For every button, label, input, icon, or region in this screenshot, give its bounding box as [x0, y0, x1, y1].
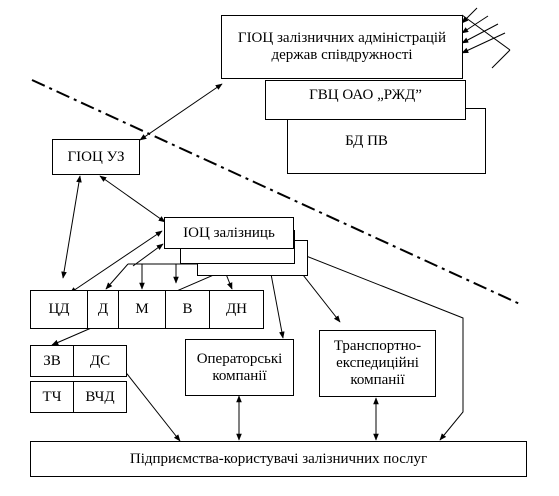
unit-ds: ДС	[73, 346, 126, 376]
arrow-cd-ioc	[69, 230, 163, 294]
dept-d: Д	[87, 291, 118, 328]
ioc-box: ІОЦ залізниць	[164, 217, 294, 249]
arrow-gioc-uz-admin	[139, 83, 223, 141]
operators-label: Операторські компанії	[196, 350, 283, 384]
gioc-uz-box: ГІОЦ УЗ	[52, 139, 140, 175]
unit-tch: ТЧ	[42, 388, 62, 405]
gvc-rzd-label: ГВЦ ОАО „РЖД”	[309, 87, 422, 103]
operators-box: Операторські компанії	[185, 339, 294, 396]
gvc-rzd-box: ГВЦ ОАО „РЖД”	[265, 80, 466, 120]
arrow-ioc-enterprises-route	[295, 251, 464, 441]
arrow-to-d	[105, 263, 129, 290]
enterprises-label: Підприємства-користувачі залізничних пос…	[129, 450, 428, 467]
gioc-admin-label: ГІОЦ залізничних адміністрацій держав сп…	[237, 30, 447, 63]
dept-v: В	[165, 291, 209, 328]
admin-box-hatching	[461, 7, 511, 69]
forwarders-box: Транспортно-експедиційні компанії	[319, 330, 436, 397]
bd-pv-label: БД ПВ	[345, 132, 388, 149]
arrow-gioc-uz-ioc	[99, 175, 166, 223]
unit-zv: ЗВ	[43, 352, 61, 369]
boundary-dash-dot-line	[31, 79, 523, 306]
unit-vchd: ВЧД	[73, 382, 126, 412]
gioc-uz-label: ГІОЦ УЗ	[67, 148, 125, 165]
zv-ds-row: ЗВ ДС	[30, 345, 127, 377]
forwarders-label: Транспортно-експедиційні компанії	[333, 338, 422, 388]
departments-row: ЦД Д М В ДН	[30, 290, 264, 329]
arrow-ds-enterprises	[119, 364, 181, 442]
dept-dn: ДН	[209, 291, 263, 328]
enterprises-box: Підприємства-користувачі залізничних пос…	[30, 441, 527, 477]
tch-vchd-row: ТЧ ВЧД	[30, 381, 127, 413]
ioc-label: ІОЦ залізниць	[183, 224, 275, 241]
gioc-admin-box: ГІОЦ залізничних адміністрацій держав сп…	[221, 15, 463, 79]
dept-m: М	[118, 291, 165, 328]
dept-cd: ЦД	[48, 301, 70, 317]
arrow-gioc-uz-cd	[61, 175, 82, 279]
